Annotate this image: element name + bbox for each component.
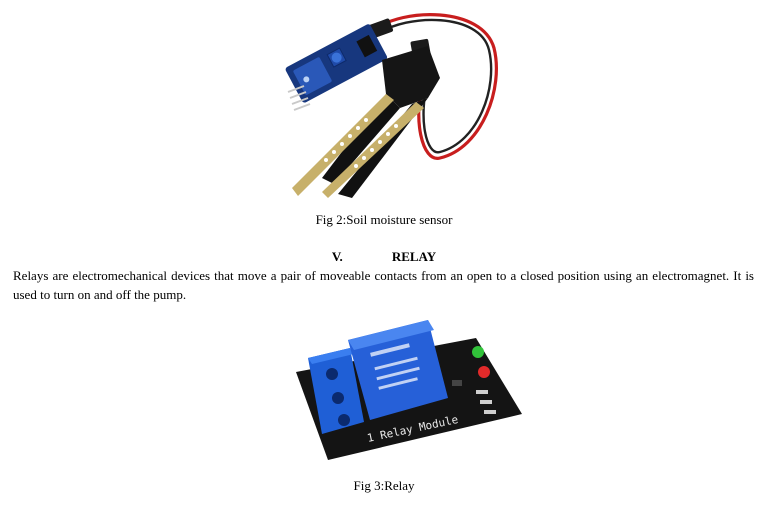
relay-module-image: 1 Relay Module xyxy=(296,320,522,460)
figure-2-caption: Fig 2:Soil moisture sensor xyxy=(315,212,453,227)
section-paragraph: Relays are electromechanical devices tha… xyxy=(13,268,754,302)
section-title: RELAY xyxy=(391,249,437,264)
soil-moisture-sensor-image xyxy=(285,13,498,198)
figure-3-caption: Fig 3:Relay xyxy=(353,478,415,493)
section-heading: V. RELAY xyxy=(0,249,768,264)
section-number: V. xyxy=(331,249,343,264)
